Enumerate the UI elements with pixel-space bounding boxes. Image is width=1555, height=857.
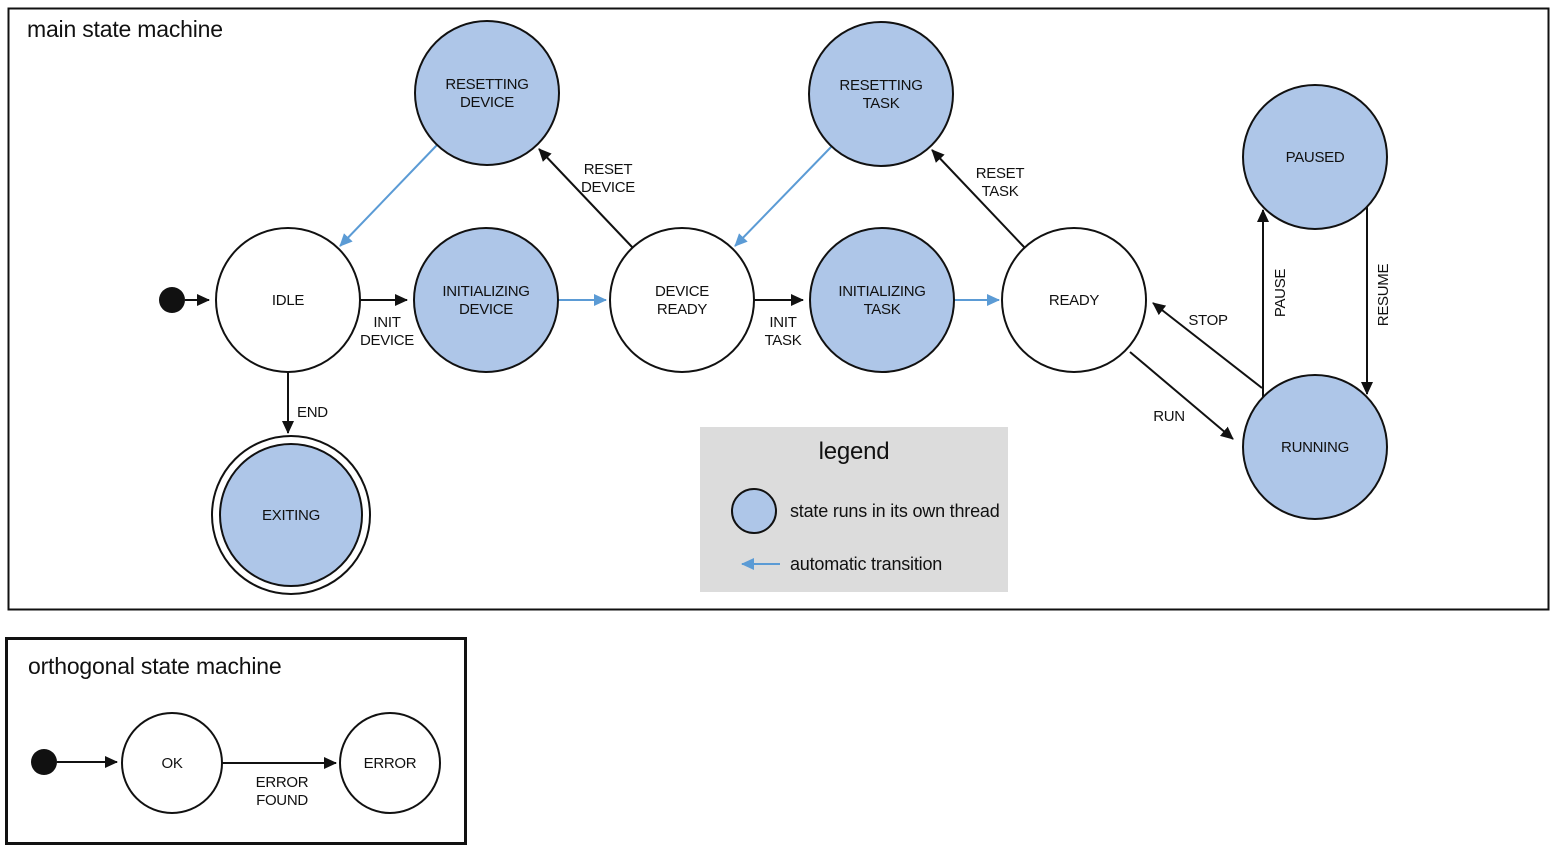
main-state-machine-panel: main state machine INIT DEVICE RESET DEV…	[7, 7, 1550, 611]
state-running: RUNNING	[1242, 374, 1388, 520]
state-initializing-task-label-line1: INITIALIZING	[838, 283, 925, 300]
state-exiting-label: EXITING	[262, 507, 320, 524]
state-paused-circle	[1242, 84, 1388, 230]
state-device-ready-circle	[609, 227, 755, 373]
state-initializing-task-circle	[809, 227, 955, 373]
state-idle-label: IDLE	[272, 292, 304, 309]
initial-state-dot	[159, 287, 185, 313]
state-ready-circle	[1001, 227, 1147, 373]
transition-reset-task-arrow	[931, 149, 1026, 249]
state-initializing-device: INITIALIZING DEVICE	[413, 227, 559, 373]
state-error-circle	[339, 712, 441, 814]
legend: legend state runs in its own thread auto…	[700, 427, 1008, 592]
state-initializing-device-label-line1: INITIALIZING	[442, 283, 529, 300]
state-idle: IDLE	[215, 227, 361, 373]
orthogonal-state-machine-panel: orthogonal state machine ERROR FOUND OK …	[5, 637, 467, 845]
orthogonal-initial-state-dot	[31, 749, 57, 775]
transition-reset-device-label-line1: RESET	[584, 161, 633, 178]
transition-init-device-label-line2: DEVICE	[360, 332, 414, 349]
legend-title: legend	[819, 438, 890, 465]
state-initializing-task: INITIALIZING TASK	[809, 227, 955, 373]
transition-end-label: END	[297, 404, 328, 421]
transition-init-device-label-line1: INIT	[373, 314, 400, 331]
state-initializing-task-label-line2: TASK	[864, 301, 901, 318]
transition-pause-label: PAUSE	[1272, 269, 1289, 318]
state-device-ready-label-line1: DEVICE	[655, 283, 709, 300]
orthogonal-transition-error-found-label-line1: ERROR	[256, 774, 309, 791]
state-running-circle	[1242, 374, 1388, 520]
state-idle-circle	[215, 227, 361, 373]
state-paused-label: PAUSED	[1286, 149, 1345, 166]
state-exiting-inner-circle	[219, 443, 363, 587]
state-running-label: RUNNING	[1281, 439, 1349, 456]
auto-transition-resetting-task-to-device-ready-arrow	[734, 145, 833, 247]
transition-run-label: RUN	[1153, 408, 1185, 425]
orthogonal-panel-title: orthogonal state machine	[28, 653, 281, 679]
transition-resume-label: RESUME	[1375, 264, 1392, 327]
transition-stop-label: STOP	[1188, 312, 1228, 329]
state-initializing-device-circle	[413, 227, 559, 373]
auto-transition-resetting-device-to-idle-arrow	[339, 144, 438, 247]
state-ok-label: OK	[161, 755, 182, 772]
state-device-ready-label-line2: READY	[657, 301, 707, 318]
state-resetting-device-label-line1: RESETTING	[445, 76, 528, 93]
state-resetting-task-label-line2: TASK	[863, 95, 900, 112]
state-error: ERROR	[339, 712, 441, 814]
state-resetting-device-label-line2: DEVICE	[460, 94, 514, 111]
transition-init-task-label-line1: INIT	[769, 314, 796, 331]
transition-stop-arrow	[1152, 302, 1263, 389]
legend-threaded-state-label: state runs in its own thread	[790, 501, 1000, 521]
state-ok-circle	[121, 712, 223, 814]
transition-reset-device-label-line2: DEVICE	[581, 179, 635, 196]
state-resetting-task: RESETTING TASK	[808, 21, 954, 167]
transition-init-task-label-line2: TASK	[765, 332, 802, 349]
legend-automatic-transition-label: automatic transition	[790, 554, 942, 574]
transition-run-arrow	[1129, 351, 1234, 440]
state-ready: READY	[1001, 227, 1147, 373]
legend-threaded-state-icon	[731, 488, 777, 534]
state-error-label: ERROR	[364, 755, 417, 772]
state-resetting-device-circle	[414, 20, 560, 166]
state-paused: PAUSED	[1242, 84, 1388, 230]
main-panel-title: main state machine	[27, 16, 223, 42]
state-resetting-task-label-line1: RESETTING	[839, 77, 922, 94]
state-ok: OK	[121, 712, 223, 814]
state-initializing-device-label-line2: DEVICE	[459, 301, 513, 318]
transition-reset-device-arrow	[538, 148, 634, 249]
state-resetting-task-circle	[808, 21, 954, 167]
state-resetting-device: RESETTING DEVICE	[414, 20, 560, 166]
state-ready-label: READY	[1049, 292, 1099, 309]
state-device-ready: DEVICE READY	[609, 227, 755, 373]
transition-reset-task-label-line2: TASK	[982, 183, 1019, 200]
orthogonal-transition-error-found-label-line2: FOUND	[256, 792, 308, 809]
state-exiting-final: EXITING	[211, 435, 371, 595]
transition-reset-task-label-line1: RESET	[976, 165, 1025, 182]
